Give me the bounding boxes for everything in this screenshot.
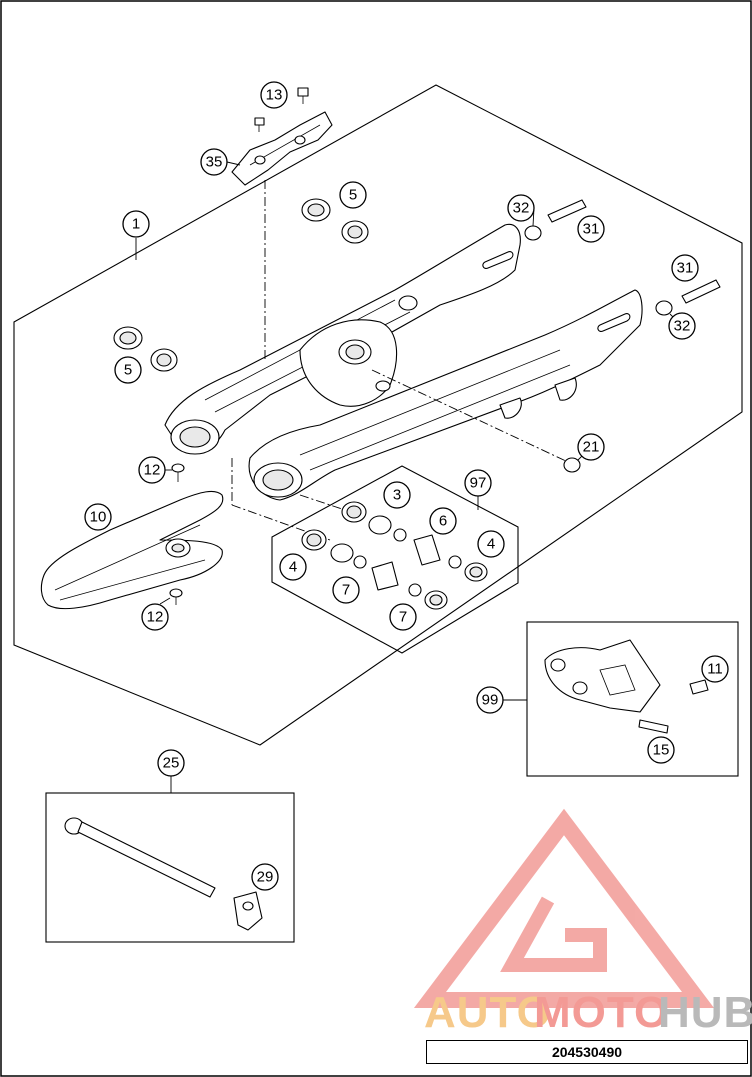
callout-12-lower: 12: [141, 603, 169, 631]
part-ring-c: [353, 555, 367, 569]
svg-text:5: 5: [124, 362, 132, 379]
svg-text:12: 12: [147, 609, 164, 626]
watermark-text-moto: MOTO: [534, 988, 669, 1037]
part-29-bracket: [233, 891, 263, 931]
part-12-screw-lower: [169, 588, 183, 605]
part-32-nut-upper: [524, 225, 542, 241]
watermark-text-hub: HUB: [658, 988, 752, 1037]
chain-guide-frame: [526, 621, 739, 777]
pivot-axle-frame: [45, 792, 295, 943]
callout-21: 21: [577, 433, 605, 461]
part-5-bushings-upper: [301, 198, 369, 244]
part-99-chain-guide: [544, 639, 661, 713]
callout-7-right: 7: [389, 603, 417, 631]
svg-text:97: 97: [470, 475, 487, 492]
part-12-screw-upper: [171, 463, 185, 482]
svg-text:13: 13: [266, 87, 283, 104]
bearing-kit-frame: [271, 465, 519, 654]
callout-31-upper: 31: [577, 215, 605, 243]
part-7-sleeve: [371, 561, 399, 591]
callout-99: 99: [476, 686, 504, 714]
part-31-pin-upper: [547, 199, 587, 223]
part-21-nut: [563, 457, 581, 473]
svg-text:6: 6: [439, 513, 447, 530]
svg-text:11: 11: [707, 661, 723, 678]
part-4-seal-left: [301, 529, 327, 551]
callout-11: 11: [701, 655, 729, 683]
svg-text:4: 4: [289, 559, 297, 576]
callout-29: 29: [251, 863, 279, 891]
part-3-bushing-top-2: [368, 515, 392, 535]
part-32-nut-lower: [655, 300, 673, 316]
callout-31-lower: 31: [671, 254, 699, 282]
watermark-text-auto: AUTO: [424, 988, 552, 1037]
watermark-logo: [413, 808, 715, 1008]
svg-text:35: 35: [206, 154, 223, 171]
callout-4-left: 4: [279, 553, 307, 581]
part-31-pin-lower: [681, 279, 721, 304]
part-6-sleeve: [413, 534, 441, 566]
svg-text:15: 15: [653, 742, 670, 759]
swingarm-assembly-frame: [13, 84, 743, 746]
callout-32-lower: 32: [668, 312, 696, 340]
callout-5-left: 5: [114, 356, 142, 384]
svg-text:29: 29: [257, 869, 274, 886]
callout-12-upper: 12: [138, 456, 166, 484]
part-ring-b: [448, 555, 462, 569]
svg-text:21: 21: [583, 439, 600, 456]
svg-text:5: 5: [349, 187, 357, 204]
diagram-number: 204530490: [551, 1044, 623, 1060]
callout-6: 6: [429, 507, 457, 535]
part-11-screw: [689, 679, 709, 695]
part-7-bushing: [424, 590, 448, 610]
part-ring-d: [408, 583, 422, 597]
watermark-text: AUTO MOTO HUB: [424, 988, 752, 1037]
callout-7-left: 7: [332, 576, 360, 604]
watermark-logo-triangle: [413, 808, 715, 1008]
svg-text:7: 7: [342, 582, 350, 599]
part-bushing-left: [330, 543, 354, 563]
svg-text:32: 32: [674, 318, 691, 335]
svg-text:31: 31: [677, 260, 694, 277]
svg-text:7: 7: [399, 609, 407, 626]
part-ring-a: [393, 528, 407, 542]
svg-text:99: 99: [482, 692, 499, 709]
svg-text:25: 25: [163, 755, 180, 772]
callout-13: 13: [260, 81, 288, 109]
callout-5-upper: 5: [339, 181, 367, 209]
part-4-seal-right: [464, 562, 488, 582]
part-35-bracket: [231, 111, 333, 186]
callout-32-upper: 32: [507, 194, 535, 222]
svg-text:12: 12: [144, 462, 161, 479]
watermark-logo-g: [500, 896, 607, 972]
diagram-number-box: 204530490: [426, 1040, 748, 1064]
part-10-chain-slider: [40, 490, 224, 610]
callout-4-right: 4: [477, 530, 505, 558]
callout-3: 3: [383, 481, 411, 509]
callout-25: 25: [157, 749, 185, 777]
svg-text:1: 1: [132, 216, 140, 233]
part-15-bolt: [638, 719, 669, 734]
svg-text:10: 10: [90, 509, 107, 526]
part-25-pivot-axle: [64, 817, 216, 898]
callout-15: 15: [647, 736, 675, 764]
svg-text:31: 31: [583, 221, 600, 238]
svg-text:4: 4: [487, 536, 495, 553]
swingarm: [164, 223, 643, 501]
callout-97: 97: [464, 469, 492, 497]
svg-text:32: 32: [513, 200, 530, 217]
callout-35: 35: [200, 148, 228, 176]
callout-10: 10: [84, 503, 112, 531]
svg-text:3: 3: [393, 487, 401, 504]
part-3-bushing-top: [341, 501, 367, 523]
callout-1: 1: [122, 210, 150, 238]
part-13-screws: [254, 87, 309, 132]
part-5-bushings-left: [113, 326, 178, 372]
